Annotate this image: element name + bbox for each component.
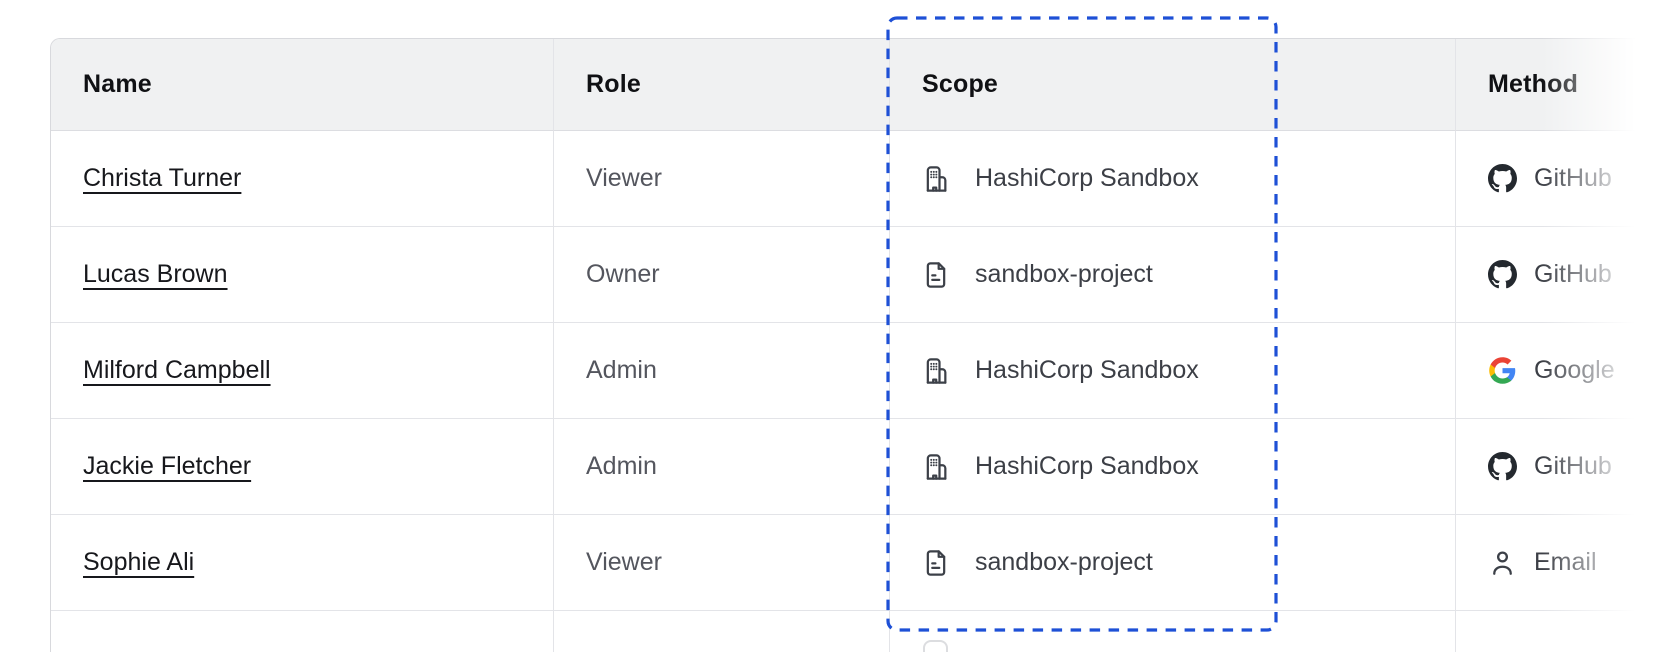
member-name-link[interactable]: Sophie Ali <box>83 548 195 576</box>
method-icon <box>1488 164 1517 193</box>
scope-label: HashiCorp Sandbox <box>975 164 1199 192</box>
table-row-cell-role: Admin <box>554 323 890 419</box>
method-icon <box>1488 356 1517 385</box>
table-row-partial <box>554 611 890 652</box>
method-icon <box>1488 260 1517 289</box>
member-name-link[interactable]: Milford Campbell <box>83 356 271 384</box>
method-label: Google <box>1534 356 1615 384</box>
table-row-cell-scope: sandbox-project <box>890 515 1456 611</box>
table-row-cell-name: Milford Campbell <box>51 323 554 419</box>
method-label: GitHub <box>1534 260 1612 288</box>
table-row-cell-method: GitHub <box>1456 419 1672 515</box>
table-row-cell-scope: HashiCorp Sandbox <box>890 323 1456 419</box>
member-name-link[interactable]: Jackie Fletcher <box>83 452 252 480</box>
table-row-cell-method: Email <box>1456 515 1672 611</box>
table-row-cell-method: GitHub <box>1456 131 1672 227</box>
method-label: GitHub <box>1534 164 1612 192</box>
scope-icon <box>922 453 950 481</box>
scope-label: HashiCorp Sandbox <box>975 452 1199 480</box>
table-row-cell-role: Viewer <box>554 515 890 611</box>
table-row-cell-name: Christa Turner <box>51 131 554 227</box>
table-row-cell-name: Sophie Ali <box>51 515 554 611</box>
column-header-role: Role <box>554 39 890 131</box>
table-row-cell-method: Google <box>1456 323 1672 419</box>
table-row-partial <box>51 611 554 652</box>
table-row-cell-role: Owner <box>554 227 890 323</box>
column-header-method: Method <box>1456 39 1672 131</box>
member-name-link[interactable]: Christa Turner <box>83 164 242 192</box>
method-icon <box>1488 548 1517 577</box>
partial-scope-icon <box>923 640 948 652</box>
scope-icon <box>922 549 950 577</box>
table-row-cell-name: Lucas Brown <box>51 227 554 323</box>
scope-label: sandbox-project <box>975 548 1153 576</box>
scope-icon <box>922 165 950 193</box>
scope-label: HashiCorp Sandbox <box>975 356 1199 384</box>
scope-icon <box>922 357 950 385</box>
table-row-cell-scope: sandbox-project <box>890 227 1456 323</box>
member-name-link[interactable]: Lucas Brown <box>83 260 228 288</box>
table-row-cell-name: Jackie Fletcher <box>51 419 554 515</box>
table-row-cell-role: Viewer <box>554 131 890 227</box>
scope-label: sandbox-project <box>975 260 1153 288</box>
scope-icon <box>922 261 950 289</box>
table-row-cell-method: GitHub <box>1456 227 1672 323</box>
table-row-partial <box>1456 611 1672 652</box>
table-row-partial <box>890 611 1456 652</box>
method-label: Email <box>1534 548 1597 576</box>
column-header-scope: Scope <box>890 39 1456 131</box>
method-icon <box>1488 452 1517 481</box>
method-label: GitHub <box>1534 452 1612 480</box>
table-row-cell-role: Admin <box>554 419 890 515</box>
table-row-cell-scope: HashiCorp Sandbox <box>890 131 1456 227</box>
column-header-name: Name <box>51 39 554 131</box>
members-table: Name Role Scope Method Christa Turner Vi… <box>50 38 1672 652</box>
table-row-cell-scope: HashiCorp Sandbox <box>890 419 1456 515</box>
